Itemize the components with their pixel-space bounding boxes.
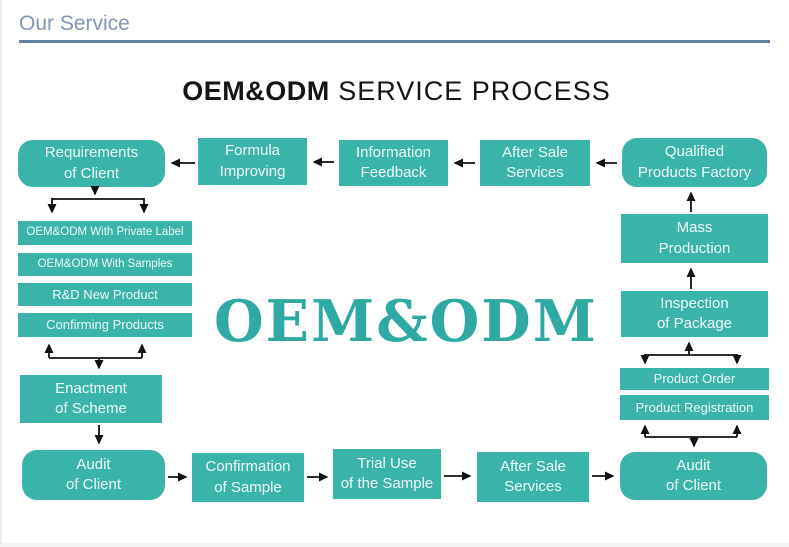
node-confirming-products: Confirming Products	[18, 313, 192, 337]
node-after-sale-services-bottom: After Sale Services	[477, 452, 589, 502]
diagram-title: OEM&ODM SERVICE PROCESS	[2, 76, 789, 107]
node-mass-production: Mass Production	[621, 214, 768, 263]
node-product-order: Product Order	[620, 368, 769, 390]
node-qualified-products-factory: Qualified Products Factory	[622, 138, 767, 187]
node-information-feedback: Information Feedback	[339, 140, 448, 186]
node-trial-use-of-sample: Trial Use of the Sample	[333, 449, 441, 499]
diagram-title-brand: OEM&ODM	[182, 76, 330, 106]
diagram-title-rest: SERVICE PROCESS	[329, 76, 611, 106]
node-oem-odm-samples: OEM&ODM With Samples	[18, 253, 192, 276]
node-after-sale-services-top: After Sale Services	[480, 140, 590, 186]
node-oem-odm-private-label: OEM&ODM With Private Label	[18, 221, 192, 245]
page-title: Our Service	[19, 12, 130, 35]
node-rd-new-product: R&D New Product	[18, 283, 192, 306]
node-requirements-of-client: Requirements of Client	[18, 140, 165, 187]
node-audit-of-client-left: Audit of Client	[22, 450, 165, 500]
node-formula-improving: Formula Improving	[198, 138, 307, 185]
title-underline	[19, 40, 770, 43]
node-inspection-of-package: Inspection of Package	[621, 291, 768, 337]
node-product-registration: Product Registration	[620, 395, 769, 420]
node-enactment-of-scheme: Enactment of Scheme	[20, 375, 162, 423]
center-watermark: OEM&ODM	[214, 288, 598, 355]
node-audit-of-client-right: Audit of Client	[620, 452, 767, 500]
node-confirmation-of-sample: Confirmation of Sample	[192, 453, 304, 502]
